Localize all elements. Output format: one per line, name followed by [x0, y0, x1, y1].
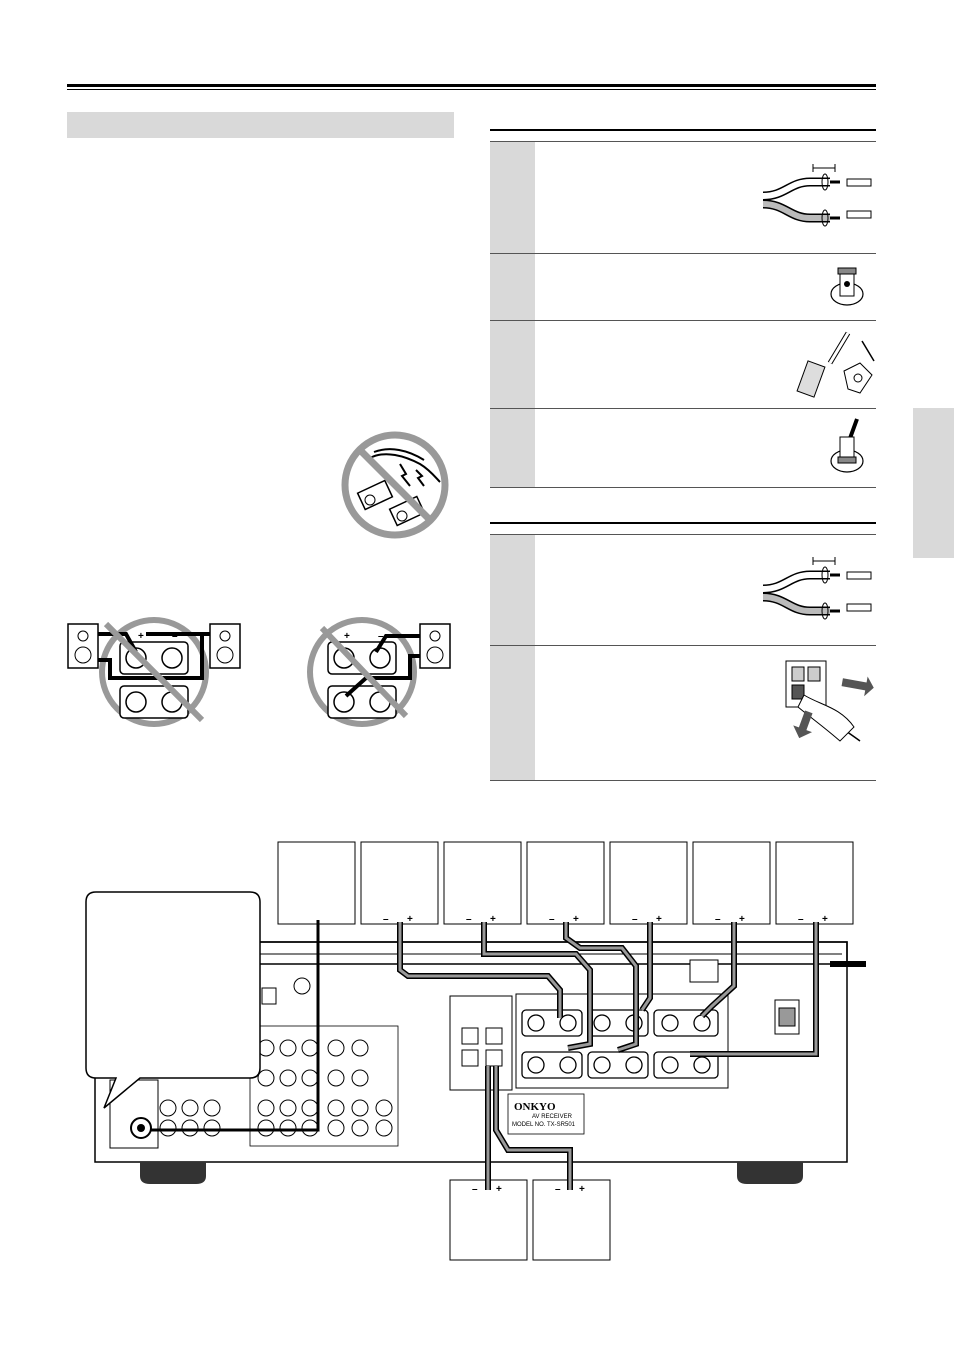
receiver-foot — [140, 1162, 206, 1184]
speaker-plus-label: + — [579, 1184, 585, 1195]
rear-panel-diagram: – + – + – + – + – + – + — [85, 841, 866, 1261]
terminal-minus-label: – — [378, 631, 384, 642]
bad-connection-icon: + – — [67, 617, 241, 727]
step-rule — [490, 141, 876, 142]
speaker-box: – + — [526, 841, 605, 925]
speaker-minus-label: – — [466, 914, 472, 925]
bad-connection-icon: + – — [307, 617, 451, 727]
speaker-plus-label: + — [490, 914, 496, 925]
chapter-side-tab — [913, 408, 954, 558]
receiver-foot — [737, 1162, 803, 1184]
speaker-box: – + — [775, 841, 854, 925]
speaker-plus-label: + — [496, 1184, 502, 1195]
step-rule — [490, 487, 876, 488]
speaker-minus-label: – — [555, 1184, 561, 1195]
speaker-plus-label: + — [407, 914, 413, 925]
speaker-plus-label: + — [656, 914, 662, 925]
step-rule — [490, 408, 876, 409]
speaker-minus-label: – — [549, 914, 555, 925]
procedure-a-rule — [490, 129, 876, 131]
receiver-type-label: AV RECEIVER — [532, 1114, 573, 1120]
speaker-box: – + — [443, 841, 522, 925]
step-2-number-panel — [490, 254, 535, 320]
speaker-plus-label: + — [739, 914, 745, 925]
step-1-number-panel — [490, 142, 535, 253]
terminal-plus-label: + — [138, 631, 144, 642]
section-heading-bar — [67, 112, 454, 138]
procedure-b-rule — [490, 522, 876, 524]
model-number-label: MODEL NO. TX-SR501 — [512, 1122, 576, 1128]
speaker-box: – + — [692, 841, 771, 925]
speaker-minus-label: – — [798, 914, 804, 925]
terminal-unscrew-icon — [830, 267, 864, 306]
terminal-minus-label: – — [172, 631, 178, 642]
step-rule — [490, 780, 876, 781]
wire-strip-icon — [762, 557, 872, 620]
subwoofer-box — [277, 841, 356, 925]
brand-label: ONKYO — [514, 1101, 556, 1113]
step-rule — [490, 253, 876, 254]
speaker-plus-label: + — [573, 914, 579, 925]
wire-insert-icon — [796, 331, 875, 398]
terminal-tighten-icon — [830, 418, 864, 473]
step-3-number-panel — [490, 321, 535, 408]
speaker-box: – + — [360, 841, 439, 925]
speaker-box: – + — [532, 1179, 611, 1261]
header-rule-thin — [67, 89, 876, 90]
step-2b-number-panel — [490, 646, 535, 780]
short-circuit-warning-icon — [341, 431, 449, 539]
speaker-minus-label: – — [383, 914, 389, 925]
speaker-minus-label: – — [715, 914, 721, 925]
wire-strip-icon — [762, 164, 872, 227]
header-rule — [67, 84, 876, 87]
speaker-box: – + — [449, 1179, 528, 1261]
step-4-number-panel — [490, 409, 535, 487]
speaker-plus-label: + — [822, 914, 828, 925]
step-1b-number-panel — [490, 535, 535, 645]
step-rule — [490, 320, 876, 321]
step-rule — [490, 534, 876, 535]
terminal-plus-label: + — [344, 631, 350, 642]
speaker-box: – + — [609, 841, 688, 925]
push-terminal-icon — [785, 660, 874, 742]
speaker-minus-label: – — [632, 914, 638, 925]
step-rule — [490, 645, 876, 646]
speaker-minus-label: – — [472, 1184, 478, 1195]
callout-bubble — [85, 891, 261, 1109]
